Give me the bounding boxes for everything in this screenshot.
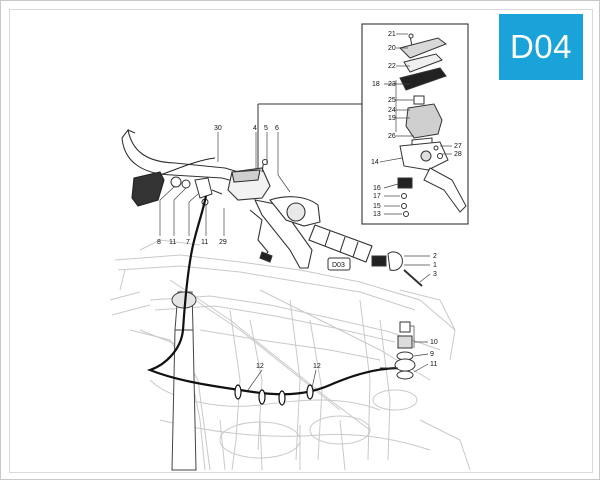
label-28: 28 bbox=[454, 151, 462, 158]
label-15: 15 bbox=[373, 203, 381, 210]
label-11-mid: 11 bbox=[201, 239, 208, 246]
label-29: 29 bbox=[219, 239, 227, 246]
label-21: 21 bbox=[388, 31, 396, 38]
brake-hose bbox=[146, 195, 401, 396]
leader-lines bbox=[159, 33, 452, 391]
handlebar bbox=[121, 128, 246, 184]
label-17: 17 bbox=[373, 193, 381, 200]
part-number-labels: 30 4 5 6 8 11 7 11 29 21 20 22 18 23 25 … bbox=[157, 31, 462, 370]
bar-end-weight bbox=[371, 251, 423, 287]
label-27: 27 bbox=[454, 143, 462, 150]
label-16: 16 bbox=[373, 185, 381, 192]
label-11-right: 11 bbox=[430, 361, 437, 368]
diagram-code-badge: D04 bbox=[499, 14, 583, 80]
label-30: 30 bbox=[214, 125, 222, 132]
label-2: 2 bbox=[433, 253, 437, 260]
d03-callout: D03 bbox=[327, 257, 351, 271]
label-7: 7 bbox=[186, 239, 190, 246]
label-3: 3 bbox=[433, 271, 437, 278]
label-14: 14 bbox=[371, 159, 379, 166]
label-22: 22 bbox=[388, 63, 396, 70]
label-11-left: 11 bbox=[169, 239, 176, 246]
label-5: 5 bbox=[264, 125, 268, 132]
label-20: 20 bbox=[388, 45, 396, 52]
brake-lever-assembly bbox=[227, 167, 321, 269]
label-12-right: 12 bbox=[313, 363, 321, 370]
label-10: 10 bbox=[430, 339, 438, 346]
label-12-left: 12 bbox=[256, 363, 264, 370]
label-13: 13 bbox=[373, 211, 381, 218]
banjo-fitting bbox=[380, 321, 416, 380]
label-18: 18 bbox=[372, 81, 380, 88]
inset-detail-box bbox=[257, 23, 469, 225]
label-8: 8 bbox=[157, 239, 161, 246]
left-switch-connector bbox=[131, 157, 216, 207]
label-4: 4 bbox=[253, 125, 257, 132]
diagram-inner-border bbox=[9, 9, 593, 473]
label-24: 24 bbox=[388, 107, 396, 114]
hose-clamps bbox=[234, 384, 314, 406]
right-grip bbox=[308, 224, 373, 263]
label-25: 25 bbox=[388, 97, 396, 104]
d03-callout-text: D03 bbox=[332, 262, 345, 269]
label-19: 19 bbox=[388, 115, 396, 122]
label-1: 1 bbox=[433, 262, 437, 269]
label-26: 26 bbox=[388, 133, 396, 140]
label-6: 6 bbox=[275, 125, 279, 132]
label-9: 9 bbox=[430, 351, 434, 358]
frame-background-drawing bbox=[109, 239, 471, 471]
label-23: 23 bbox=[388, 81, 396, 88]
